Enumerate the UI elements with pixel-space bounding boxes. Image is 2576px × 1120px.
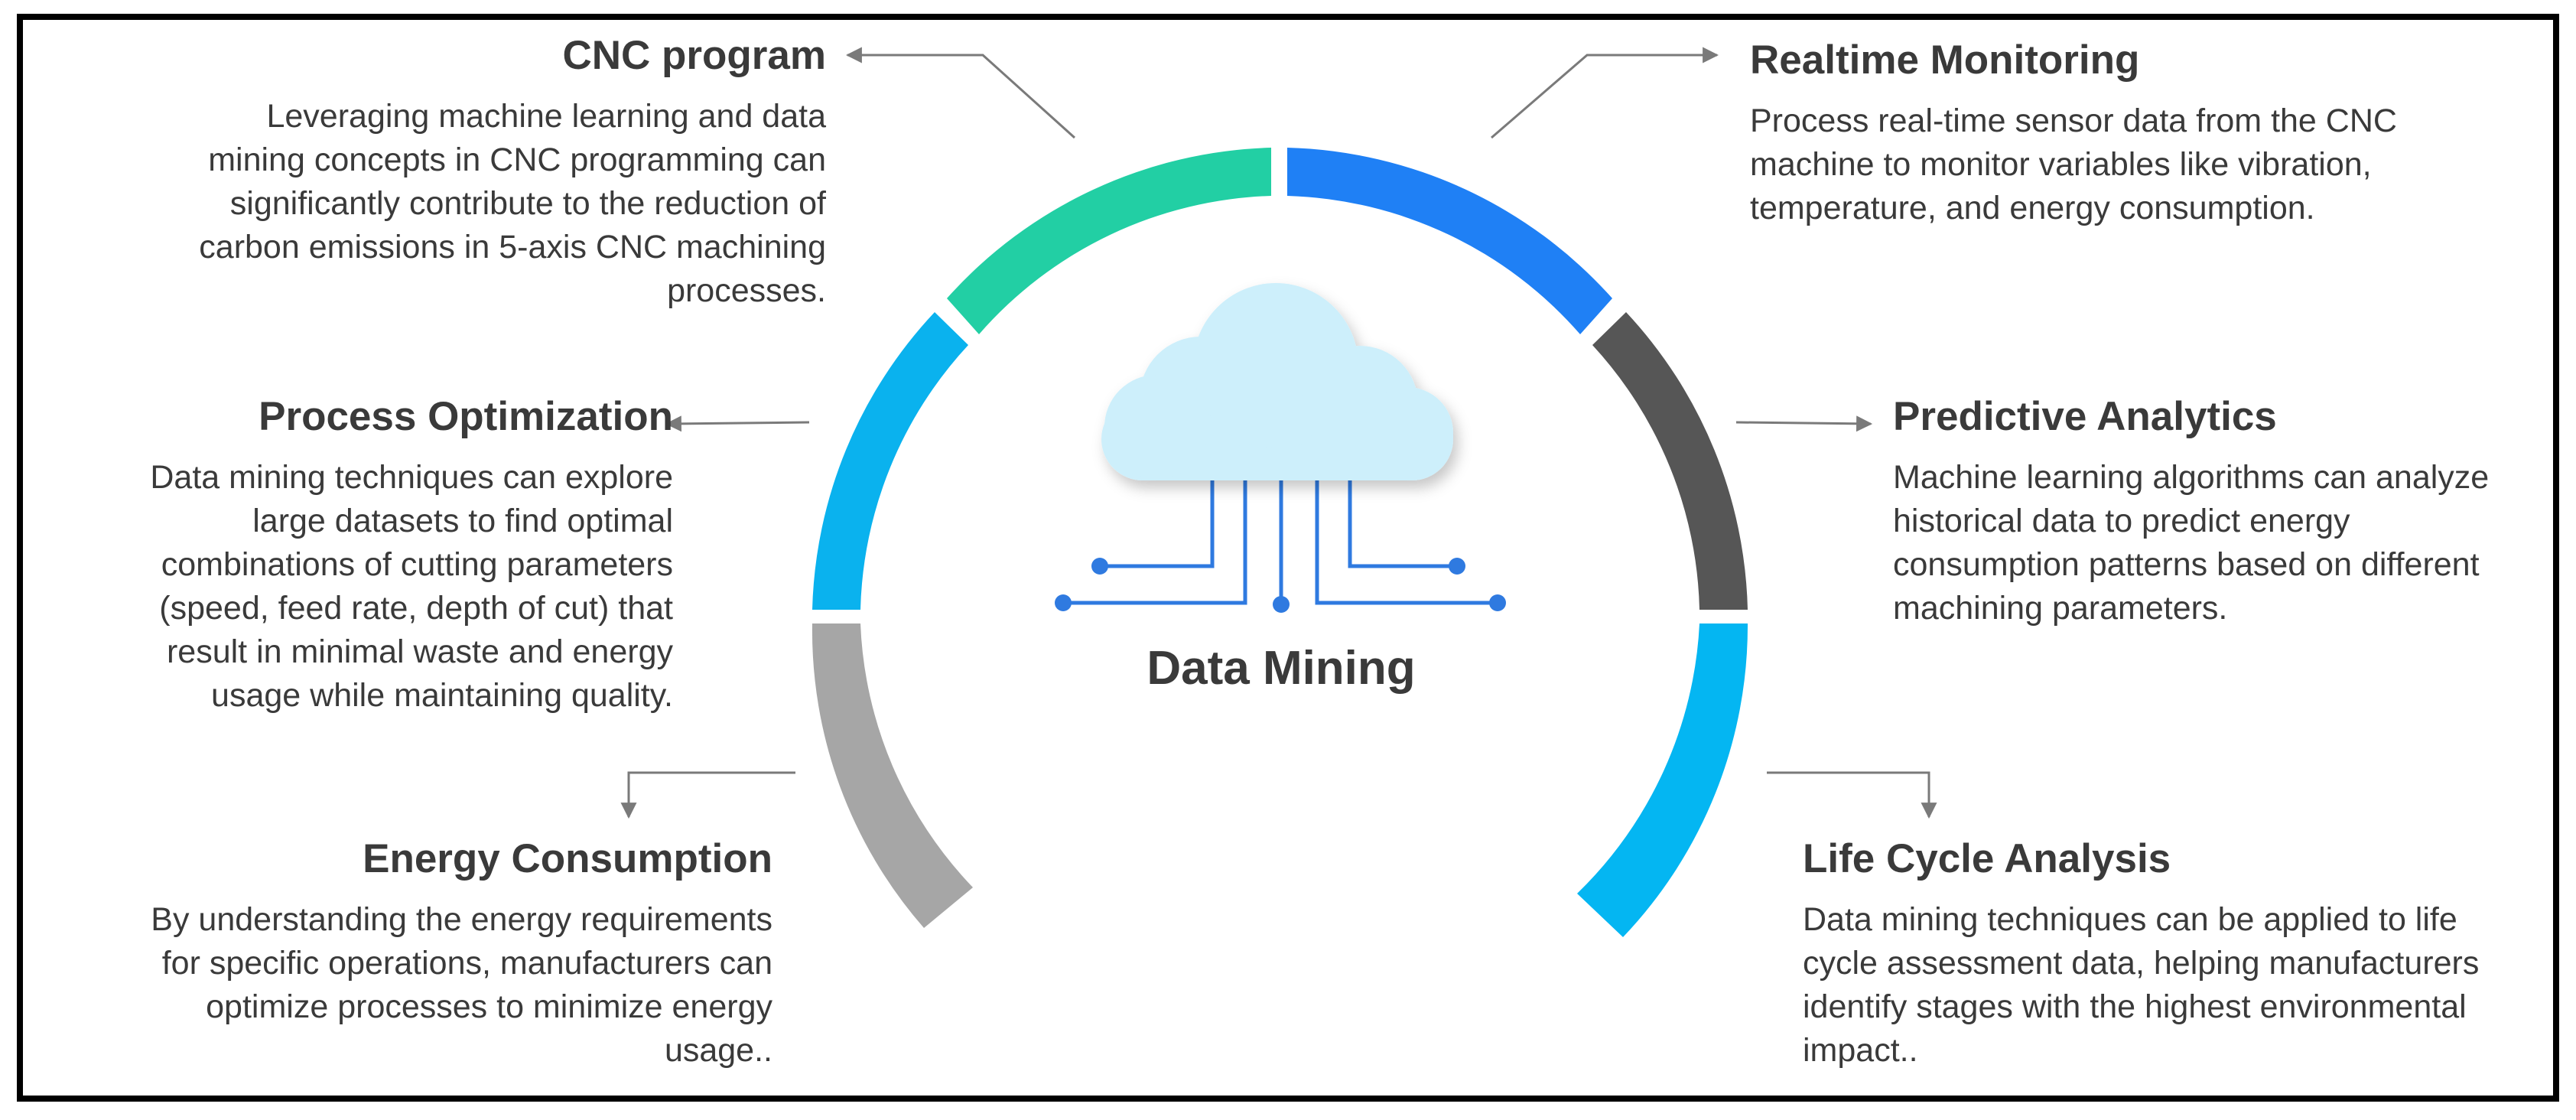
circuit-node	[1273, 596, 1290, 613]
ring-segment-cnc	[947, 148, 1271, 334]
connector-arrow-energy	[620, 771, 795, 819]
node-description: By understanding the energy requirements…	[151, 901, 772, 1070]
circuit-icon	[1055, 473, 1506, 613]
circuit-line	[1100, 473, 1215, 568]
node-title: Process Optimization	[259, 394, 673, 439]
node-cnc-program: CNC program Leveraging machine learning …	[176, 33, 826, 313]
node-title: Realtime Monitoring	[1750, 37, 2140, 83]
node-description: Machine learning algorithms can analyze …	[1893, 459, 2490, 627]
ring-segment-predict	[1592, 312, 1748, 610]
cloud-icon	[1101, 283, 1453, 480]
node-predictive-analytics: Predictive Analytics Machine learning al…	[1893, 394, 2535, 630]
node-title: Life Cycle Analysis	[1803, 836, 2171, 881]
ring-segment-energy	[812, 623, 973, 928]
circuit-line	[1063, 473, 1247, 605]
ring-segment-realtime	[1287, 148, 1612, 334]
circuit-node	[1055, 594, 1072, 611]
connector-arrow-predict	[1735, 415, 1873, 432]
connector-arrow-process	[665, 415, 810, 432]
circuit-node	[1449, 558, 1465, 575]
connector-arrow-cnc	[845, 47, 1076, 139]
ring-segment-life	[1577, 623, 1748, 937]
node-description: Process real-time sensor data from the C…	[1750, 103, 2397, 227]
circuit-node	[1489, 594, 1506, 611]
node-description: Leveraging machine learning and data min…	[199, 98, 826, 310]
node-realtime-monitoring: Realtime Monitoring Process real-time se…	[1750, 37, 2438, 230]
node-process-optimization: Process Optimization Data mining techniq…	[76, 394, 673, 718]
node-description: Data mining techniques can explore large…	[150, 459, 673, 715]
node-description: Data mining techniques can be applied to…	[1803, 901, 2480, 1070]
connector-arrow-life	[1767, 771, 1937, 819]
node-title: Predictive Analytics	[1893, 394, 2277, 439]
ring-segment-process	[812, 312, 968, 610]
center-title: Data Mining	[1147, 642, 1416, 695]
node-title: CNC program	[562, 33, 826, 78]
connector-arrow-realtime	[1491, 47, 1719, 139]
node-title: Energy Consumption	[363, 836, 772, 881]
node-life-cycle-analysis: Life Cycle Analysis Data mining techniqu…	[1803, 836, 2491, 1073]
circuit-line	[1315, 473, 1498, 605]
circuit-node	[1091, 558, 1108, 575]
circuit-line	[1348, 473, 1457, 568]
node-energy-consumption: Energy Consumption By understanding the …	[122, 836, 772, 1073]
